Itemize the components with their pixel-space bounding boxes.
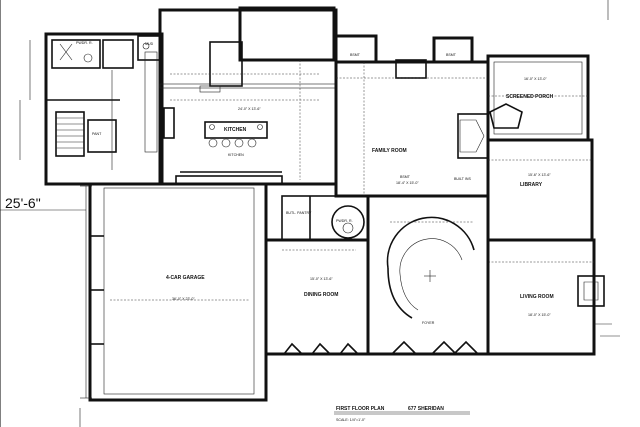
kitchen-block — [158, 6, 338, 186]
plan-title: FIRST FLOOR PLAN — [336, 406, 385, 412]
mudroom-label: MUD — [145, 42, 154, 46]
foyer-block — [366, 194, 490, 356]
kitchen-dimension: 24'-0" X 13'-6" — [238, 107, 261, 111]
pantry-label: PANT — [92, 132, 102, 136]
overall-dimension-label: 25'-6" — [5, 195, 41, 211]
foyer-label: FOYER — [422, 321, 435, 325]
screened-porch-label: SCREENED PORCH — [506, 94, 554, 100]
living-room-dimension: 18'-0" X 15'-0" — [528, 313, 551, 317]
garage-label: 4-CAR GARAGE — [166, 275, 205, 281]
kitchen-label: KITCHEN — [224, 127, 247, 133]
butler-pantry-label: BUTL. PANTRY — [286, 211, 312, 215]
garage-dimension: 36'-0" X 23'-0" — [172, 297, 195, 301]
family-room-dimension: 18'-4" X 15'-0" — [396, 181, 419, 185]
title-block — [334, 411, 470, 415]
built-ins-label: BUILT INS — [454, 177, 471, 181]
dining-room-label: DINING ROOM — [304, 292, 338, 298]
top-bays — [334, 34, 474, 79]
porch-dimension: 16'-0" X 13'-0" — [524, 77, 547, 81]
bsmt-marker-2: BSMT — [446, 53, 457, 57]
bsmt-marker-3: BSMT — [400, 175, 411, 179]
foyer-bay-2 — [431, 340, 457, 355]
bsmt-marker-1: BSMT — [350, 53, 361, 57]
foyer-bay-3 — [453, 340, 479, 355]
garage-block — [88, 171, 282, 402]
powder-room-2-label: PWDR. R. — [336, 219, 353, 223]
dining-room-dimension: 15'-0" X 13'-6" — [310, 277, 333, 281]
plan-scale: SCALE: 1/4"=1'-0" — [336, 418, 366, 422]
library-label: LIBRARY — [520, 182, 543, 188]
center-core-block — [281, 195, 369, 241]
family-room-label: FAMILY ROOM — [372, 148, 407, 154]
library-block — [486, 138, 594, 242]
powder-room-label: PWDR. R. — [76, 41, 93, 45]
plan-project: 677 SHERIDAN — [408, 406, 444, 412]
foyer-bay-1 — [391, 340, 417, 355]
mudroom-block — [44, 32, 164, 186]
kitchen-label-2: KITCHEN — [228, 153, 244, 157]
family-room-block — [334, 60, 490, 198]
dimension-lines — [0, 40, 620, 427]
library-dimension: 15'-6" X 13'-6" — [528, 173, 551, 177]
living-room-label: LIVING ROOM — [520, 294, 554, 300]
